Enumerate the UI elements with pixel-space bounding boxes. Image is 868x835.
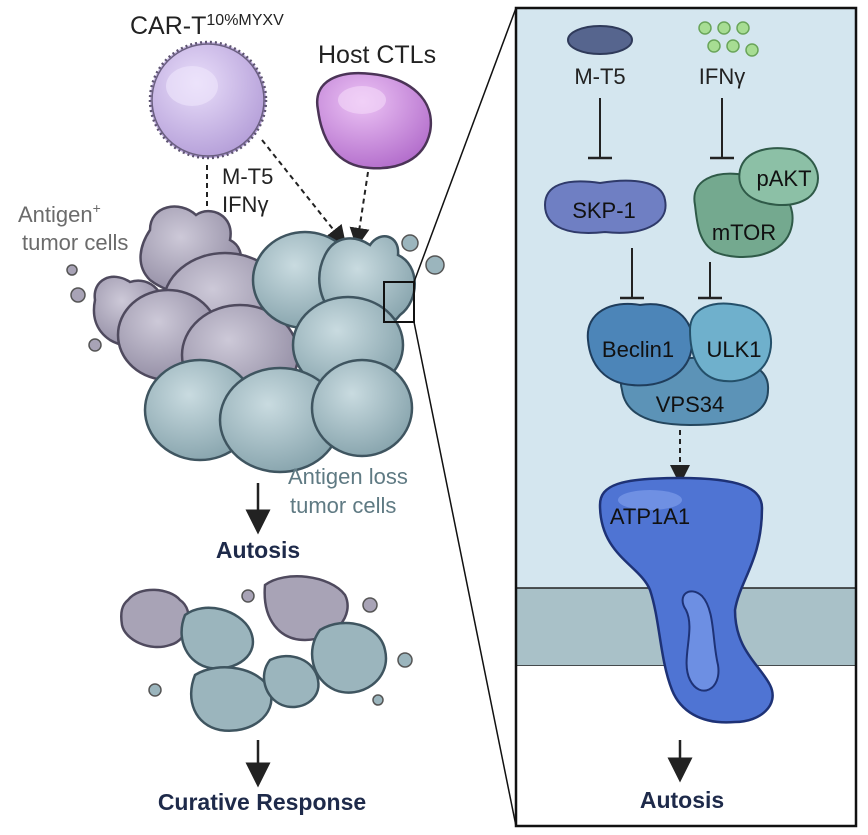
pakt-protein: [738, 147, 819, 206]
mtor-label: mTOR: [712, 220, 776, 245]
pakt-label: pAKT: [756, 166, 811, 191]
inhibition-mt5-skp1: [588, 98, 612, 160]
curative-response-label: Curative Response: [158, 789, 366, 815]
ifng-molecules: [698, 21, 759, 57]
antigen-loss-label-line2: tumor cells: [290, 493, 396, 518]
vps34-label: VPS34: [656, 392, 725, 417]
skp1-label: SKP-1: [572, 198, 636, 223]
inhibition-skp1-beclin1: [620, 248, 644, 300]
zoom-line-bottom: [413, 321, 517, 827]
ulk1-label: ULK1: [706, 337, 761, 362]
car-t-label: CAR-T10%MYXV: [130, 12, 284, 40]
atp1a1-protein: [598, 476, 774, 724]
zoom-line-top: [413, 7, 517, 283]
tumor-cluster: [66, 205, 445, 474]
skp1-protein: [543, 179, 667, 234]
left-ifng-label: IFNγ: [222, 192, 268, 217]
inhibition-mtor-ulk1: [698, 262, 722, 300]
car-t-cell: [148, 40, 268, 160]
host-ctl-label: Host CTLs: [318, 41, 436, 69]
antigen-pos-label-line2: tumor cells: [22, 230, 128, 255]
left-autosis-label: Autosis: [216, 537, 300, 563]
zoom-box: [383, 281, 415, 323]
ulk1-protein: [688, 302, 773, 383]
dying-tumor-cells: [120, 575, 413, 733]
antigen-pos-label: Antigen+: [18, 200, 101, 227]
inhibition-ifng-mtor: [710, 98, 734, 160]
beclin1-label: Beclin1: [602, 337, 674, 362]
left-mt5-label: M-T5: [222, 164, 273, 189]
right-ifng-label: IFNγ: [699, 64, 745, 89]
right-autosis-label: Autosis: [640, 787, 724, 813]
host-ctl-arrow: [349, 171, 370, 248]
right-mt5-label: M-T5: [574, 64, 625, 89]
car-t-diagonal-arrow: [261, 139, 347, 246]
host-ctl-cell: [315, 71, 433, 170]
antigen-loss-label: Antigen loss: [288, 464, 408, 489]
atp1a1-label: ATP1A1: [610, 504, 690, 529]
mt5-protein: [567, 25, 633, 55]
